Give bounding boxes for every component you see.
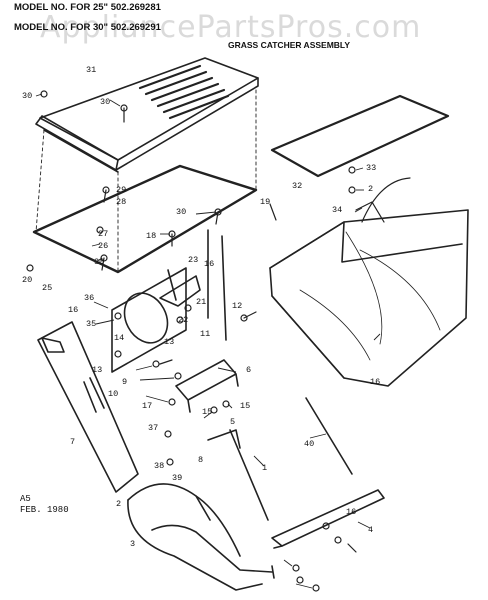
- callout-23: 23: [188, 255, 198, 265]
- callout-30: 30: [100, 97, 110, 107]
- callout-21: 21: [196, 297, 206, 307]
- callout-30: 30: [94, 257, 104, 267]
- frame-part-32: [270, 94, 450, 178]
- callout-12: 12: [232, 301, 242, 311]
- callout-15: 15: [202, 407, 212, 417]
- callout-33: 33: [366, 163, 376, 173]
- footer-code: A5: [20, 494, 31, 504]
- rod-part-15a: [229, 429, 269, 521]
- callout-13: 13: [164, 337, 174, 347]
- callout-29: 29: [116, 185, 126, 195]
- callout-2: 2: [368, 184, 373, 194]
- callout-15: 15: [240, 401, 250, 411]
- callout-8: 8: [198, 455, 203, 465]
- bag-part-35: [269, 177, 469, 387]
- callout-34: 34: [332, 205, 342, 215]
- blade-part-1: [271, 489, 385, 549]
- callout-17: 17: [142, 401, 152, 411]
- callout-40: 40: [304, 439, 314, 449]
- footer-date: FEB. 1980: [20, 505, 69, 515]
- watermark: AppliancePartsPros.com: [40, 10, 422, 45]
- callout-6: 6: [246, 365, 251, 375]
- callout-38: 38: [154, 461, 164, 471]
- diagram-title: GRASS CATCHER ASSEMBLY: [228, 40, 351, 50]
- hinge-part-14: [175, 359, 239, 413]
- callout-5: 5: [230, 417, 235, 427]
- callout-1: 1: [262, 463, 267, 473]
- callout-16: 16: [370, 377, 380, 387]
- callout-22: 22: [178, 315, 188, 325]
- lid-part-31: [35, 57, 259, 173]
- plate-part-20: [111, 267, 187, 373]
- model-number-30: MODEL NO. FOR 30" 502.269291: [14, 22, 161, 33]
- callout-30: 30: [176, 207, 186, 217]
- callout-25: 25: [42, 283, 52, 293]
- callout-3: 3: [130, 539, 135, 549]
- callout-28: 28: [116, 197, 126, 207]
- callout-16: 16: [68, 305, 78, 315]
- callout-35: 35: [86, 319, 96, 329]
- rod-part-25: [207, 229, 227, 341]
- hardware: [26, 90, 385, 592]
- callout-18: 18: [146, 231, 156, 241]
- callout-37: 37: [148, 423, 158, 433]
- callout-4: 4: [368, 525, 373, 535]
- callout-39: 39: [172, 473, 182, 483]
- elbow-part-5: [127, 483, 275, 591]
- callout-13: 13: [92, 365, 102, 375]
- callout-31: 31: [86, 65, 96, 75]
- part-callouts: 3130303323234292827263030181916232221202…: [22, 65, 380, 549]
- callout-26: 26: [98, 241, 108, 251]
- bracket-part-19: [159, 269, 201, 307]
- callout-32: 32: [292, 181, 302, 191]
- callout-20: 20: [22, 275, 32, 285]
- callout-16: 16: [346, 507, 356, 517]
- callout-14: 14: [114, 333, 124, 343]
- callout-19: 19: [260, 197, 270, 207]
- frame-part-23: [32, 164, 258, 274]
- callout-11: 11: [200, 329, 210, 339]
- callout-7: 7: [70, 437, 75, 447]
- callout-10: 10: [108, 389, 118, 399]
- callout-36: 36: [84, 293, 94, 303]
- callout-30: 30: [22, 91, 32, 101]
- model-number-25: MODEL NO. FOR 25" 502.269281: [14, 2, 161, 13]
- tube-part-9: [37, 321, 139, 493]
- callout-9: 9: [122, 377, 127, 387]
- callout-27: 27: [98, 229, 108, 239]
- rod-part-15b: [305, 397, 353, 475]
- bracket-part-17: [207, 429, 241, 449]
- callout-2: 2: [116, 499, 121, 509]
- callout-16: 16: [204, 259, 214, 269]
